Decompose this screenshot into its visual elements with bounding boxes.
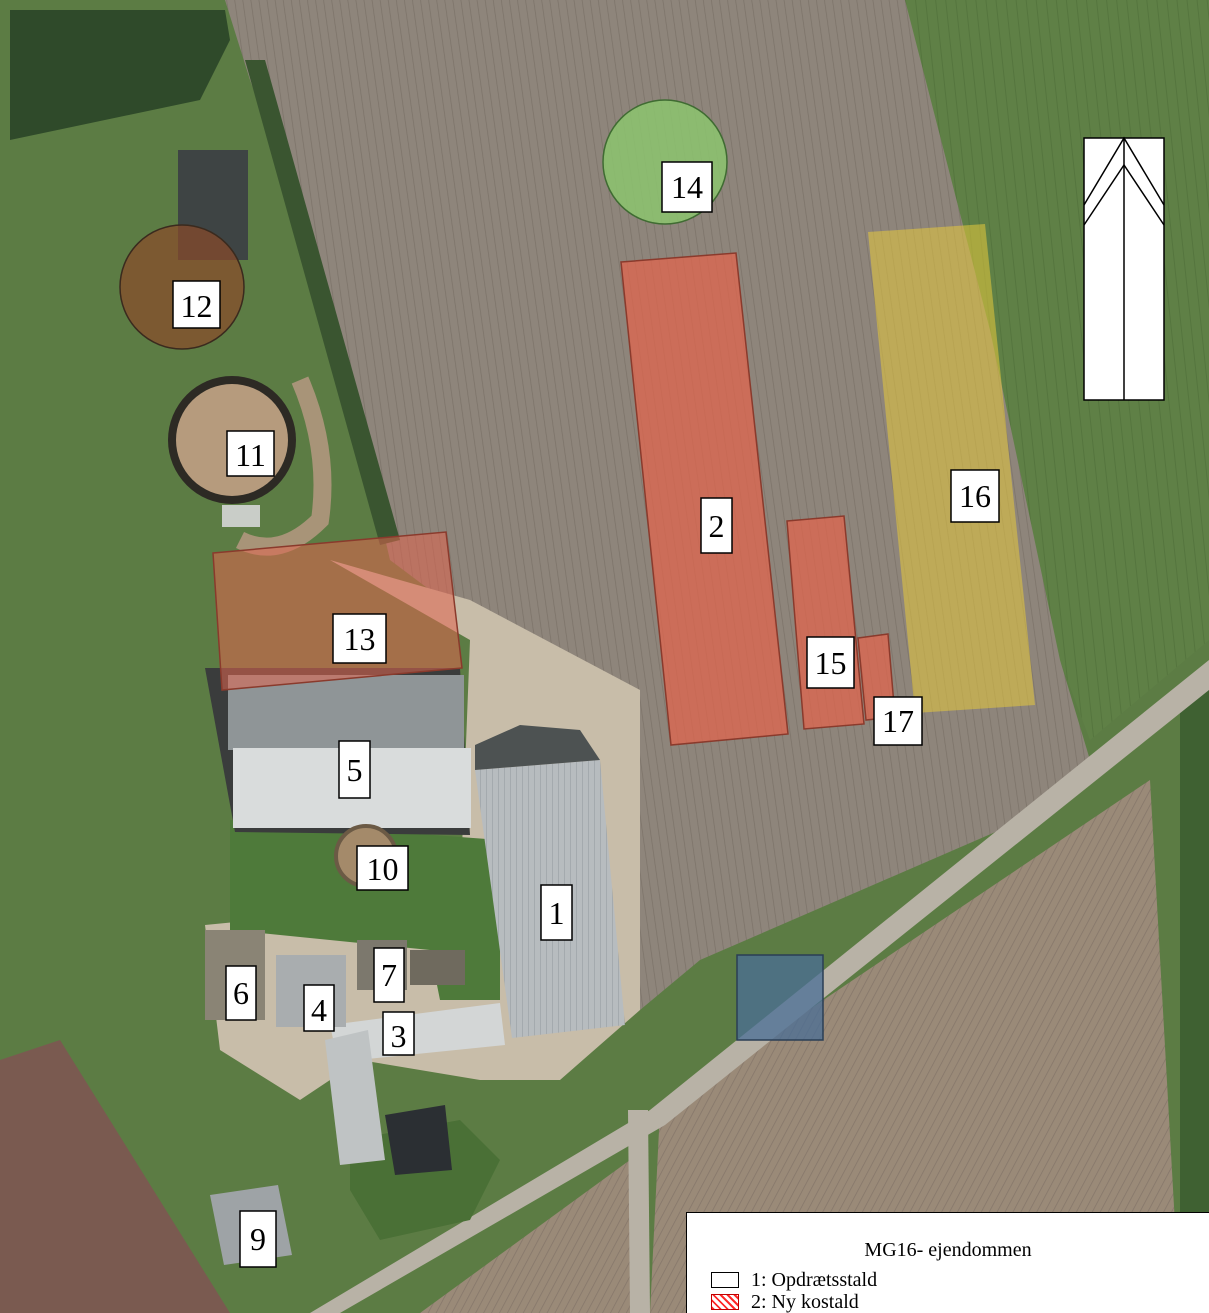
- legend-swatch-red-hatch: [711, 1294, 739, 1310]
- svg-text:10: 10: [367, 851, 399, 887]
- svg-text:7: 7: [381, 957, 397, 993]
- svg-text:15: 15: [815, 645, 847, 681]
- svg-text:5: 5: [347, 752, 363, 788]
- svg-text:17: 17: [882, 703, 914, 739]
- map-label-16: 16: [950, 469, 1000, 523]
- svg-text:1: 1: [549, 895, 565, 931]
- svg-text:9: 9: [250, 1221, 266, 1257]
- legend-item-ny-kostald: 2: Ny kostald: [711, 1290, 859, 1313]
- map-label-3: 3: [382, 1011, 415, 1056]
- map-label-14: 14: [661, 161, 713, 213]
- map-label-9: 9: [239, 1210, 277, 1268]
- north-arrow-icon: [1083, 136, 1165, 401]
- svg-text:16: 16: [959, 478, 991, 514]
- map-label-10: 10: [356, 845, 409, 891]
- svg-text:2: 2: [709, 508, 725, 544]
- map-label-2: 2: [700, 497, 733, 554]
- svg-text:3: 3: [391, 1018, 407, 1054]
- legend-swatch-white: [711, 1272, 739, 1288]
- svg-text:11: 11: [235, 437, 266, 473]
- svg-text:6: 6: [233, 975, 249, 1011]
- svg-text:13: 13: [344, 621, 376, 657]
- legend-title: MG16- ejendommen: [864, 1239, 1032, 1261]
- legend-item-label: 2: Ny kostald: [751, 1290, 859, 1313]
- map-legend: MG16- ejendommen 1: Opdrætsstald 2: Ny k…: [686, 1212, 1209, 1313]
- map-label-17: 17: [873, 696, 923, 746]
- map-label-7: 7: [373, 947, 405, 1003]
- map-label-4: 4: [303, 984, 335, 1032]
- legend-item-opdraetsstald: 1: Opdrætsstald: [711, 1268, 878, 1291]
- svg-text:12: 12: [181, 288, 213, 324]
- map-label-11: 11: [226, 430, 275, 477]
- map-label-15: 15: [806, 636, 855, 689]
- map-label-13: 13: [332, 613, 387, 664]
- map-label-1: 1: [540, 884, 573, 941]
- svg-text:4: 4: [311, 992, 327, 1028]
- map-label-12: 12: [172, 280, 221, 329]
- legend-item-label: 1: Opdrætsstald: [751, 1268, 878, 1291]
- overlays: [119, 99, 1035, 1041]
- map-label-5: 5: [338, 740, 371, 799]
- map-labels: 1 2 3 4 5 6 7 9 10 11 12 13 14 15 16 17: [172, 161, 1000, 1268]
- svg-text:14: 14: [671, 169, 703, 205]
- map-label-6: 6: [225, 965, 257, 1021]
